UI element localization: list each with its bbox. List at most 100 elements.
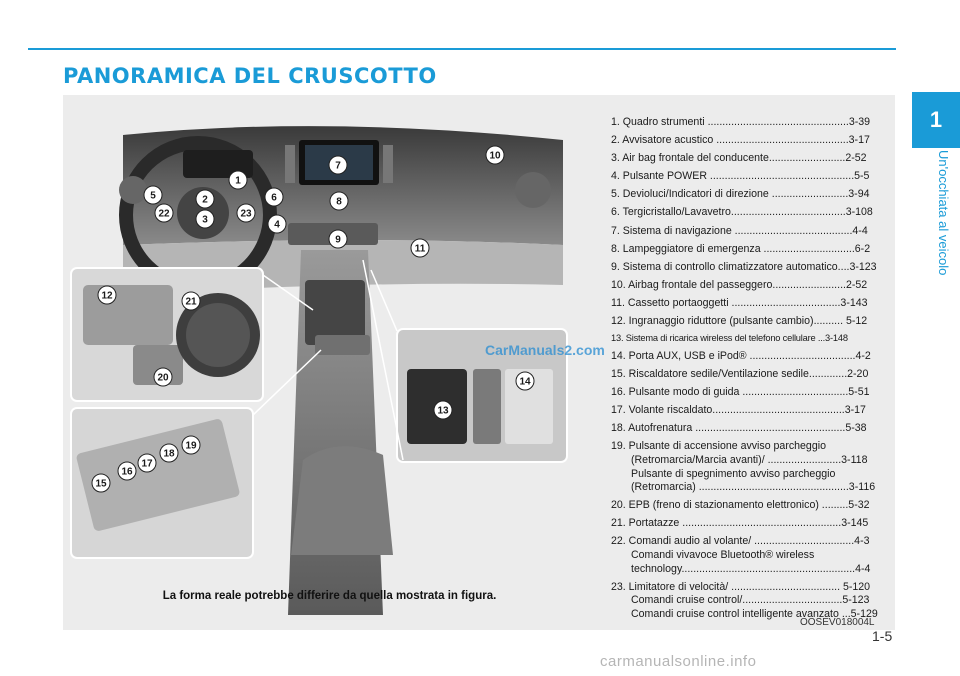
callout-circle [195, 209, 215, 229]
callout-number: 20 [157, 373, 169, 384]
callout-circle [143, 185, 163, 205]
callout-circle [328, 155, 348, 175]
list-item: 10. Airbag frontale del passeggero......… [611, 280, 889, 291]
callout-number: 17 [141, 459, 153, 470]
list-item-text: 6. Tergicristallo/Lavavetro.............… [611, 206, 873, 219]
figure-code: OOSEV018004L [800, 617, 875, 628]
callout-circle [485, 145, 505, 165]
callout-number: 7 [335, 161, 341, 172]
list-item: 5. Devioluci/Indicatori di direzione ...… [611, 189, 889, 200]
list-item-continuation: (Retromarcia) ..........................… [631, 481, 876, 494]
list-item-text: 14. Porta AUX, USB e iPod® .............… [611, 349, 871, 362]
callout-badge: 12 [97, 285, 117, 305]
list-item-text: 9. Sistema di controllo climatizzatore a… [611, 260, 877, 273]
list-item: 6. Tergicristallo/Lavavetro.............… [611, 207, 889, 218]
list-item-text: 2. Avvisatore acustico .................… [611, 134, 870, 147]
chapter-tab[interactable]: 1 [912, 92, 960, 148]
callout-badge: 3 [195, 209, 215, 229]
callout-number: 3 [202, 215, 208, 226]
callout-circle [433, 400, 453, 420]
callout-circle [228, 170, 248, 190]
list-item-text: 17. Volante riscaldato..................… [611, 404, 866, 417]
callout-number: 2 [202, 195, 208, 206]
callout-badge: 9 [328, 229, 348, 249]
callout-circle [264, 187, 284, 207]
list-item-continuation: Comandi vivavoce Bluetooth® wireless [631, 549, 815, 562]
callout-circle [117, 461, 137, 481]
callout-number: 13 [437, 406, 449, 417]
list-item: 16. Pulsante modo di guida .............… [611, 387, 889, 398]
callout-badge: 1 [228, 170, 248, 190]
callout-circle [91, 473, 111, 493]
list-item-text: 16. Pulsante modo di guida .............… [611, 386, 870, 399]
list-item: 8. Lampeggiatore di emergenza ..........… [611, 243, 889, 255]
watermark-top[interactable]: CarManuals2.com [485, 342, 605, 358]
list-item: 3. Air bag frontale del conducente......… [611, 153, 889, 164]
callout-number: 19 [185, 441, 197, 452]
callout-circle [137, 453, 157, 473]
list-item: 12. Ingranaggio riduttore (pulsante camb… [611, 316, 889, 327]
list-item: 1. Quadro strumenti ....................… [611, 117, 889, 128]
list-item-text: 5. Devioluci/Indicatori di direzione ...… [611, 188, 870, 201]
callout-number: 10 [489, 151, 501, 162]
list-item-continuation: Comandi cruise control/.................… [631, 594, 870, 607]
callout-circle [236, 203, 256, 223]
callout-badge: 10 [485, 145, 505, 165]
list-item: 20. EPB (freno di stazionamento elettron… [611, 500, 889, 511]
callout-number: 22 [158, 209, 170, 220]
list-item-text: 23. Limitatore di velocità/ ............… [611, 580, 871, 593]
list-item: 9. Sistema di controllo climatizzatore a… [611, 260, 889, 273]
list-item: 2. Avvisatore acustico .................… [611, 135, 889, 146]
callout-badge: 17 [137, 453, 157, 473]
callout-circle [97, 285, 117, 305]
callout-badge: 22 [154, 203, 174, 223]
list-item-text: 15. Riscaldatore sedile/Ventilazione sed… [611, 368, 869, 381]
callout-badge: 16 [117, 461, 137, 481]
callout-circle [181, 435, 201, 455]
callout-circle [154, 203, 174, 223]
callout-badge: 6 [264, 187, 284, 207]
callout-badge: 19 [181, 435, 201, 455]
list-item: 22. Comandi audio al volante/ ..........… [611, 536, 889, 574]
callout-number: 5 [150, 191, 156, 202]
list-item-continuation: Pulsante di spegnimento avviso parcheggi… [631, 467, 836, 480]
list-item-text: 4. Pulsante POWER ......................… [611, 170, 870, 183]
callout-circle [410, 238, 430, 258]
callout-circle [153, 367, 173, 387]
callout-number: 12 [101, 291, 113, 302]
callout-number: 18 [163, 449, 175, 460]
callout-circle [181, 291, 201, 311]
list-item-text: 1. Quadro strumenti ....................… [611, 116, 871, 128]
callout-number: 15 [95, 479, 107, 490]
callout-circle [267, 214, 287, 234]
list-item-continuation: (Retromarcia/Marcia avanti)/ ...........… [631, 453, 868, 466]
callout-number: 23 [240, 209, 252, 220]
watermark-bottom[interactable]: carmanualsonline.info [600, 653, 757, 670]
list-item: 14. Porta AUX, USB e iPod® .............… [611, 351, 889, 362]
chapter-title: Un'occhiata al veicolo [936, 150, 951, 276]
callout-number: 4 [274, 220, 280, 231]
list-item: 19. Pulsante di accensione avviso parche… [611, 441, 889, 492]
callout-number: 6 [271, 193, 277, 204]
list-item-text: 7. Sistema di navigazione ..............… [611, 224, 868, 237]
list-item-text: 13. Sistema di ricarica wireless del tel… [611, 333, 848, 344]
list-item-text: 12. Ingranaggio riduttore (pulsante camb… [611, 315, 868, 328]
callout-circle [515, 371, 535, 391]
callout-number: 16 [121, 467, 133, 478]
page-title: PANORAMICA DEL CRUSCOTTO [63, 64, 437, 88]
component-list: 1. Quadro strumenti ....................… [611, 117, 889, 627]
list-item: 18. Autofrenatura ......................… [611, 423, 889, 434]
list-item-text: 20. EPB (freno di stazionamento elettron… [611, 499, 870, 512]
list-item-text: 18. Autofrenatura ......................… [611, 422, 867, 435]
list-item-continuation: Comandi cruise control intelligente avan… [631, 607, 878, 620]
callout-badge: 13 [433, 400, 453, 420]
list-item: 21. Portatazze .........................… [611, 518, 889, 529]
callout-badge: 18 [159, 443, 179, 463]
callout-number: 1 [235, 176, 241, 187]
list-item-continuation: technology..............................… [631, 562, 871, 575]
callout-badge: 7 [328, 155, 348, 175]
list-item-text: 19. Pulsante di accensione avviso parche… [611, 440, 826, 453]
list-item-text: 22. Comandi audio al volante/ ..........… [611, 535, 870, 548]
